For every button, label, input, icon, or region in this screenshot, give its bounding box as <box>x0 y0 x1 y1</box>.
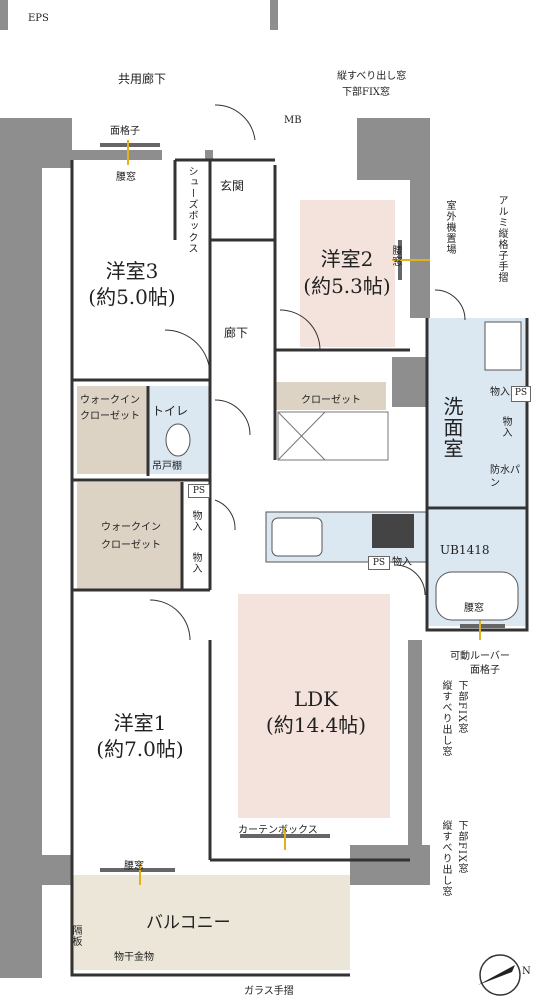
outdoor-unit-label: 室外機置場 <box>444 200 455 255</box>
bathtub <box>435 571 519 621</box>
walkin2-label-a: ウォークイン <box>101 522 161 533</box>
mono-box-4: 物入 <box>490 387 510 398</box>
room2-size: (約5.3帖) <box>303 274 391 298</box>
koshimado-room2-label: 腰窓 <box>390 245 401 267</box>
kadou-louver-sub: 面格子 <box>470 665 500 676</box>
walkin1-label-a: ウォークイン <box>80 395 140 406</box>
koshimado-room3-label: 腰窓 <box>116 172 136 183</box>
cooktop <box>372 514 414 548</box>
room3-name: 洋室3 <box>105 259 159 283</box>
ldk-size: (約14.4帖) <box>265 713 367 737</box>
toilet-bowl <box>165 423 191 457</box>
ub-label: UB1418 <box>440 543 490 557</box>
washbasin <box>484 321 522 371</box>
walkin1-label-b: クローゼット <box>80 411 140 422</box>
mono-box-2: 物入 <box>190 552 201 574</box>
genkan-label: 玄関 <box>220 179 245 193</box>
bousui-label: 防水パン <box>490 465 520 489</box>
tsurito-label: 吊戸棚 <box>152 461 182 472</box>
interior-walls <box>70 158 529 977</box>
koshimado-ub-label: 腰窓 <box>464 603 484 614</box>
alumi-rail-label: アルミ縦格子手摺 <box>496 195 507 283</box>
kabu-fix-low-label: 下部FIX窓 <box>456 820 467 875</box>
door-swings <box>149 104 466 641</box>
ps-box-2: PS <box>368 556 390 570</box>
ps-box-3: PS <box>511 386 531 402</box>
tate-suberi-top-label: 縦すべり出し窓 <box>337 71 407 82</box>
balcony-floor <box>70 875 350 970</box>
ps-box-1: PS <box>188 484 210 498</box>
room1-name: 洋室1 <box>113 711 167 735</box>
balcony-label: バルコニー <box>146 913 231 933</box>
koshimado-room1-label: 腰窓 <box>124 861 144 872</box>
eps-label: EPS <box>28 13 49 24</box>
walkin2-floor <box>77 482 182 590</box>
walkin2-label-b: クローゼット <box>101 540 161 551</box>
monohoshi-label: 物干金物 <box>114 952 154 963</box>
rouka-label: 廊下 <box>224 326 249 340</box>
compass <box>478 954 521 996</box>
curtain-box-label: カーテンボックス <box>238 825 318 836</box>
room1-size: (約7.0帖) <box>96 737 184 761</box>
common-corridor-label: 共用廊下 <box>118 72 167 86</box>
closet-label: クローゼット <box>301 395 361 406</box>
room2-name: 洋室2 <box>320 247 374 271</box>
toilet-label: トイレ <box>152 404 189 418</box>
ldk-name: LDK <box>293 687 339 711</box>
room2-floor-tint <box>300 200 395 347</box>
mono-box-5: 物入 <box>500 416 511 438</box>
ldk-floor-tint <box>238 594 390 818</box>
senmen-label: 洗面室 <box>440 396 464 459</box>
window-markers <box>100 140 505 885</box>
kadou-louver-label: 可動ルーバー <box>450 651 510 662</box>
mb-label: MB <box>284 115 302 126</box>
compass-north-label: N <box>522 966 531 977</box>
closet2-floor <box>276 382 386 410</box>
hedatebaita-label: 隔板 <box>70 925 81 947</box>
tate-suberi-low-label: 縦すべり出し窓 <box>440 820 451 897</box>
mono-box-1: 物入 <box>190 510 201 532</box>
kitchen-sink <box>271 517 323 557</box>
shoes-box-label: シューズボックス <box>186 166 197 254</box>
glass-rail-label: ガラス手摺 <box>244 986 294 997</box>
kabu-fix-top-label: 下部FIX窓 <box>342 87 391 98</box>
mono-box-3: 物入 <box>392 557 412 568</box>
menkoushi-top-label: 面格子 <box>110 126 140 137</box>
hatched-area <box>277 411 389 461</box>
kabu-fix-mid-label: 下部FIX窓 <box>456 680 467 735</box>
room3-size: (約5.0帖) <box>88 285 176 309</box>
exterior-walls <box>0 0 430 978</box>
tate-suberi-mid-label: 縦すべり出し窓 <box>440 680 451 757</box>
walkin1-floor <box>77 386 147 474</box>
